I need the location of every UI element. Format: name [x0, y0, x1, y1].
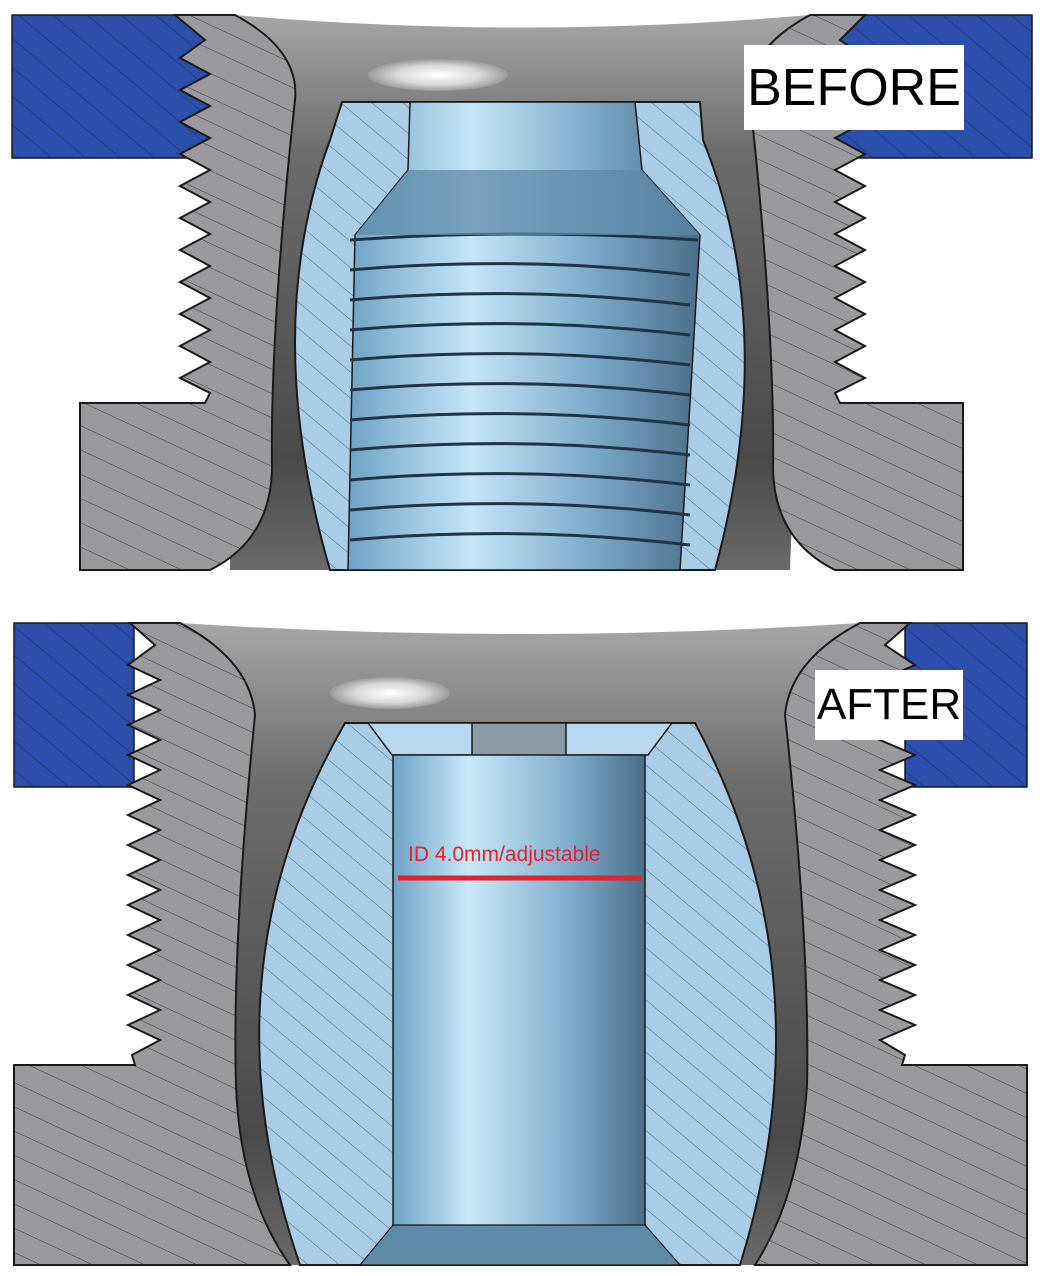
highlight	[330, 677, 450, 709]
after-cross-section: AFTER ID 4.0mm/adjustable	[0, 615, 1046, 1276]
bore-chamfer	[355, 170, 700, 235]
nut-left	[79, 14, 297, 571]
highlight	[368, 59, 508, 91]
inner-diameter-annotation: ID 4.0mm/adjustable	[408, 843, 601, 866]
housing-left-plate	[13, 622, 135, 788]
after-label: AFTER	[815, 670, 963, 740]
before-diagram	[11, 14, 1033, 571]
nut-right	[753, 622, 1028, 1266]
nut-left	[13, 622, 292, 1266]
smooth-bore	[392, 754, 646, 1266]
before-cross-section: BEFORE	[0, 0, 1046, 580]
before-label: BEFORE	[744, 45, 964, 130]
bore-exit-chamfer	[358, 1224, 682, 1266]
slot	[471, 722, 567, 760]
